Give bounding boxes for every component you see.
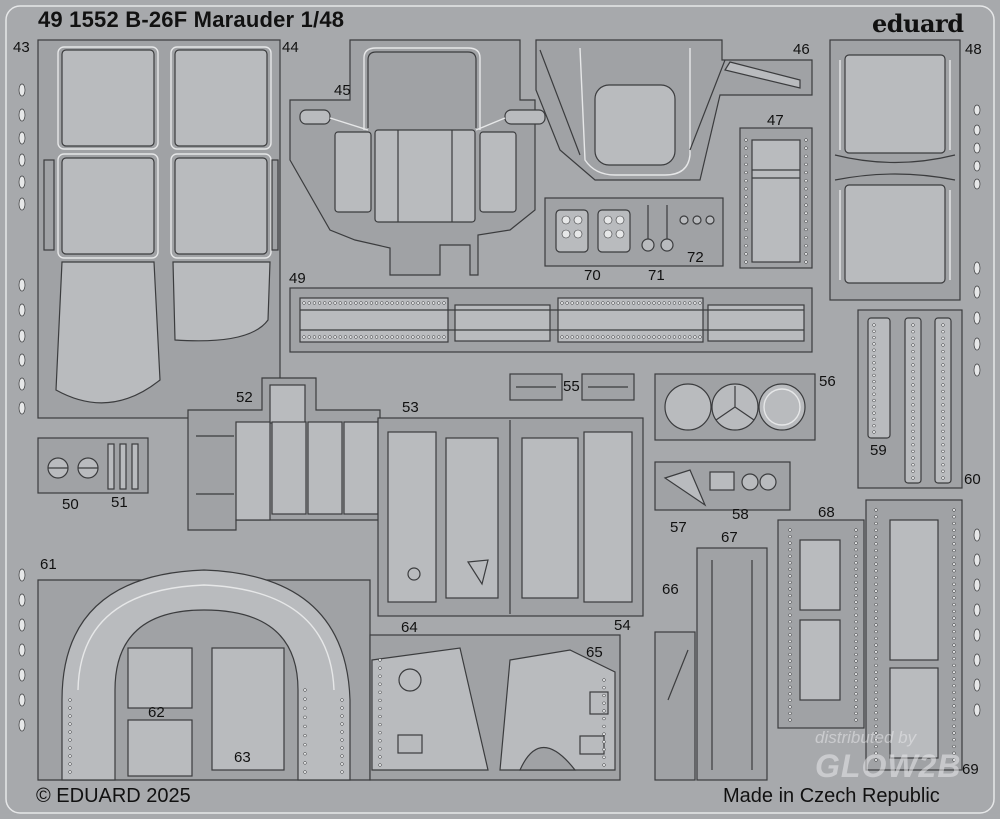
part-number-55: 55 bbox=[563, 378, 580, 395]
part-number-57: 57 bbox=[670, 519, 687, 536]
part-number-59: 59 bbox=[870, 442, 887, 459]
origin-text: Made in Czech Republic bbox=[723, 785, 940, 807]
part-number-47: 47 bbox=[767, 112, 784, 129]
part-45 bbox=[289, 39, 546, 276]
part-number-66: 66 bbox=[662, 581, 679, 598]
copyright-text: © EDUARD 2025 bbox=[36, 785, 191, 807]
part-64-65 bbox=[369, 634, 621, 781]
part-61 bbox=[37, 569, 371, 781]
part-number-46: 46 bbox=[793, 41, 810, 58]
part-number-52: 52 bbox=[236, 389, 253, 406]
part-number-64: 64 bbox=[401, 619, 418, 636]
part-number-44: 44 bbox=[282, 39, 299, 56]
part-number-70: 70 bbox=[584, 267, 601, 284]
distributor-watermark: distributed by GLOW2B bbox=[815, 728, 985, 788]
part-43-44 bbox=[37, 39, 281, 419]
part-56 bbox=[654, 373, 816, 441]
part-68-69 bbox=[777, 499, 963, 771]
part-number-58: 58 bbox=[732, 506, 749, 523]
part-53-54 bbox=[377, 417, 644, 617]
part-50-51 bbox=[37, 437, 149, 494]
part-number-60: 60 bbox=[964, 471, 981, 488]
part-number-48: 48 bbox=[965, 41, 982, 58]
part-number-65: 65 bbox=[586, 644, 603, 661]
part-52 bbox=[187, 377, 381, 531]
fret-frame bbox=[5, 5, 995, 814]
brand-logo: eduard bbox=[872, 9, 964, 38]
part-number-61: 61 bbox=[40, 556, 57, 573]
part-number-68: 68 bbox=[818, 504, 835, 521]
part-46 bbox=[535, 39, 813, 181]
part-59-60 bbox=[857, 309, 963, 489]
part-number-51: 51 bbox=[111, 494, 128, 511]
drops-right-bottom bbox=[973, 528, 981, 717]
part-number-50: 50 bbox=[62, 496, 79, 513]
part-number-71: 71 bbox=[648, 267, 665, 284]
drops-left-bottom bbox=[18, 568, 26, 732]
watermark-line-1: distributed by bbox=[815, 728, 917, 747]
part-number-56: 56 bbox=[819, 373, 836, 390]
part-number-54: 54 bbox=[614, 617, 631, 634]
drops-right bbox=[973, 104, 981, 377]
part-number-67: 67 bbox=[721, 529, 738, 546]
part-number-53: 53 bbox=[402, 399, 419, 416]
part-48 bbox=[829, 39, 961, 301]
part-number-72: 72 bbox=[687, 249, 704, 266]
part-66-67 bbox=[654, 547, 768, 781]
part-57-58 bbox=[654, 461, 791, 511]
part-47 bbox=[739, 127, 813, 269]
part-number-45: 45 bbox=[334, 82, 351, 99]
part-49 bbox=[289, 287, 813, 353]
drops-left-top bbox=[18, 83, 26, 415]
part-55 bbox=[509, 373, 635, 401]
part-number-63: 63 bbox=[234, 749, 251, 766]
part-number-62: 62 bbox=[148, 704, 165, 721]
part-70-71-72 bbox=[544, 197, 724, 267]
fret-title: 49 1552 B-26F Marauder 1/48 bbox=[38, 7, 345, 32]
part-number-69: 69 bbox=[962, 761, 979, 778]
watermark-logo: GLOW2B bbox=[815, 748, 962, 784]
part-number-49: 49 bbox=[289, 270, 306, 287]
part-number-43: 43 bbox=[13, 39, 30, 56]
